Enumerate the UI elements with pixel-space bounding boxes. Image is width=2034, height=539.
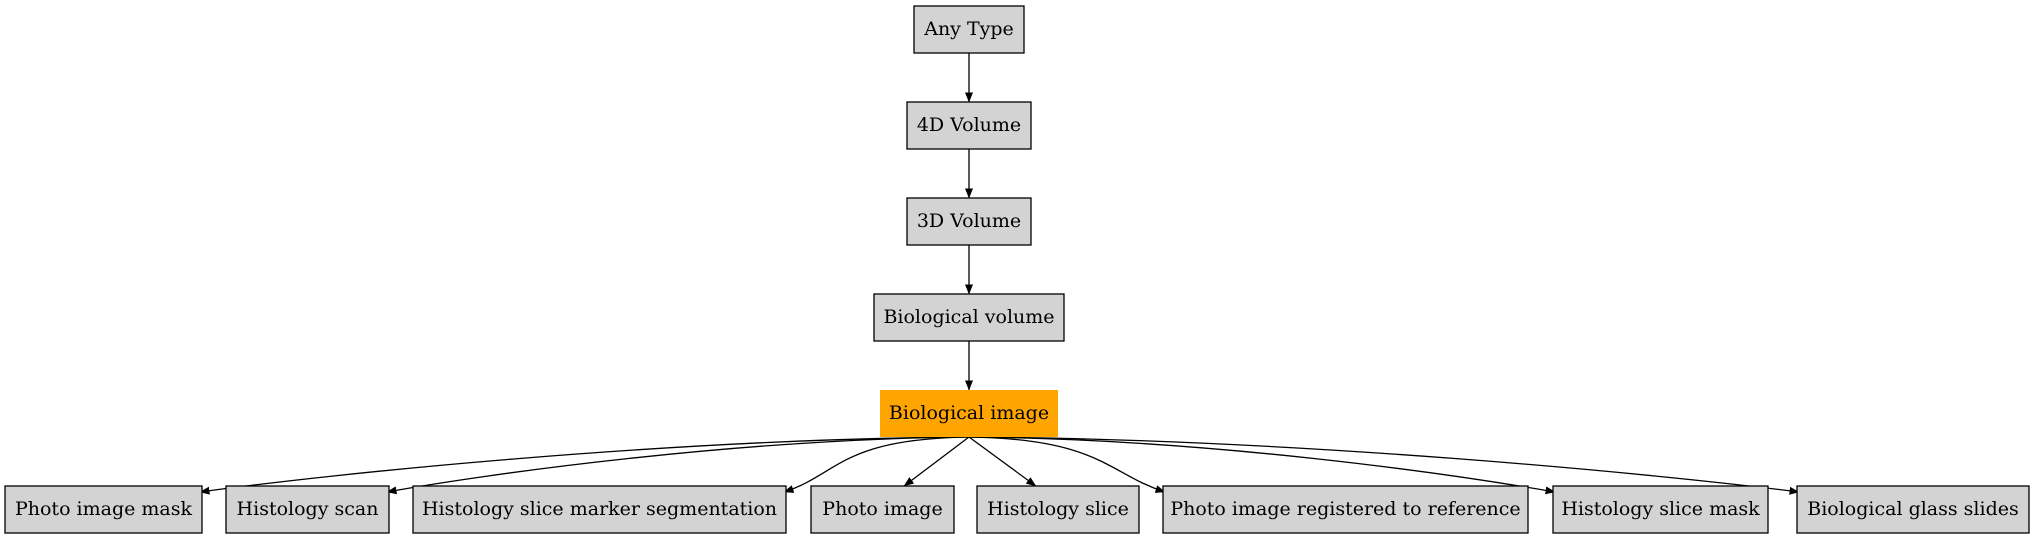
edge-biological_image-to-histology_slice_marker_segmentation <box>783 436 970 493</box>
node-label: Histology scan <box>237 498 379 520</box>
node-4d-volume[interactable]: 4D Volume <box>906 101 1032 150</box>
node-label: Any Type <box>923 18 1014 40</box>
node-histology-slice[interactable]: Histology slice <box>976 485 1140 534</box>
edge-biological_image-to-biological_glass_slides <box>968 436 1800 495</box>
node-histology-scan[interactable]: Histology scan <box>225 485 390 534</box>
node-histology-slice-mask[interactable]: Histology slice mask <box>1552 485 1769 534</box>
node-photo-image[interactable]: Photo image <box>810 485 955 534</box>
node-photo-image-registered-to-reference[interactable]: Photo image registered to reference <box>1162 485 1529 534</box>
edge-biological_image-to-photo_image_registered_to_reference <box>968 436 1166 493</box>
node-label: Photo image <box>822 498 942 520</box>
node-label: 3D Volume <box>917 210 1021 232</box>
edge-biological_image-to-histology_slice_mask <box>968 436 1556 495</box>
node-label: Photo image registered to reference <box>1170 498 1520 520</box>
edge-biological_image-to-photo_image_mask <box>199 436 970 495</box>
node-label: Biological image <box>889 402 1049 424</box>
node-biological-image[interactable]: Biological image <box>880 390 1058 437</box>
node-photo-image-mask[interactable]: Photo image mask <box>4 485 203 534</box>
node-biological-volume[interactable]: Biological volume <box>873 293 1065 342</box>
edges-layer <box>199 53 1800 495</box>
node-label: 4D Volume <box>917 114 1021 136</box>
edge-biological_image-to-histology_scan <box>386 436 970 495</box>
edge-biological_image-to-photo_image <box>903 436 970 487</box>
node-3d-volume[interactable]: 3D Volume <box>906 197 1032 246</box>
node-label: Biological glass slides <box>1807 498 2019 520</box>
node-any-type[interactable]: Any Type <box>913 5 1025 54</box>
node-biological-glass-slides[interactable]: Biological glass slides <box>1796 485 2030 534</box>
node-label: Histology slice mask <box>1561 498 1760 520</box>
node-label: Biological volume <box>883 306 1054 328</box>
node-label: Photo image mask <box>15 498 193 520</box>
node-label: Histology slice <box>987 498 1129 520</box>
edge-biological_image-to-histology_slice <box>968 436 1037 487</box>
node-histology-slice-marker-segmentation[interactable]: Histology slice marker segmentation <box>412 485 787 534</box>
node-label: Histology slice marker segmentation <box>422 498 777 520</box>
